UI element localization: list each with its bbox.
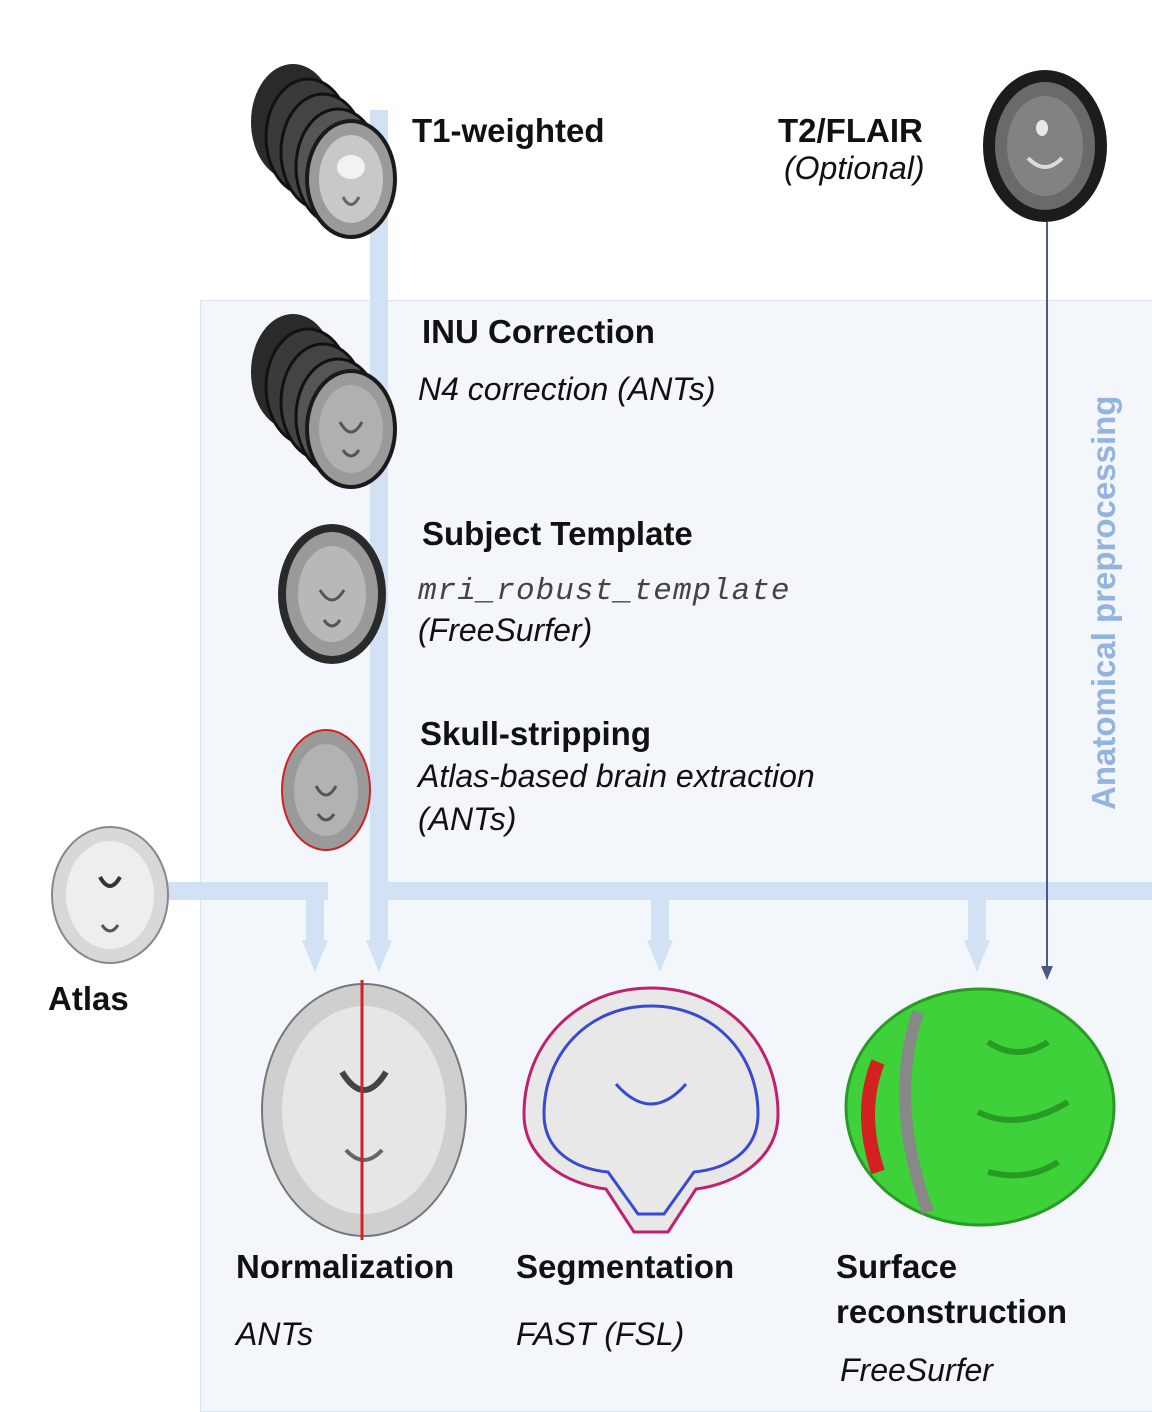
skull-tool-line1: Atlas-based brain extraction xyxy=(418,758,815,794)
atlas-title: Atlas xyxy=(48,980,129,1017)
atlas-arrowhead xyxy=(302,940,328,972)
segmentation-arrowhead xyxy=(647,940,673,972)
t1-title: T1-weighted xyxy=(412,112,605,149)
atlas-flow-band xyxy=(160,882,328,900)
atlas-drop-band xyxy=(306,882,324,942)
surface-title-line2: reconstruction xyxy=(836,1293,1068,1330)
segmentation-drop-band xyxy=(651,882,669,942)
horizontal-flow-band xyxy=(370,882,1152,900)
template-tool: (FreeSurfer) xyxy=(418,612,593,648)
surface-arrowhead xyxy=(964,940,990,972)
segmentation-brain-icon xyxy=(522,986,780,1234)
t2-title: T2/FLAIR xyxy=(778,112,923,149)
inu-tool: N4 correction (ANTs) xyxy=(418,371,716,407)
normalization-tool: ANTs xyxy=(236,1316,314,1352)
normalization-brain-icon xyxy=(261,980,467,1240)
t2-arrowhead xyxy=(1041,966,1053,980)
t2-subtitle: (Optional) xyxy=(784,150,925,186)
section-label: Anatomical preprocessing xyxy=(1085,395,1122,810)
t1-brain-stack-icon xyxy=(251,64,397,239)
skull-stripped-brain-icon xyxy=(281,729,371,851)
t1-flow-band xyxy=(370,110,388,940)
surface-drop-band xyxy=(968,882,986,942)
template-tool-code: mri_robust_template xyxy=(418,574,791,609)
atlas-brain-icon xyxy=(51,826,169,964)
inu-title: INU Correction xyxy=(422,313,655,350)
segmentation-title: Segmentation xyxy=(516,1248,735,1285)
inu-brain-stack-icon xyxy=(251,314,397,489)
t1-arrowhead xyxy=(366,940,392,972)
normalization-title: Normalization xyxy=(236,1248,455,1285)
template-brain-icon xyxy=(278,524,386,664)
surface-brain-icon xyxy=(844,987,1116,1227)
skull-tool-line2: (ANTs) xyxy=(418,801,517,837)
surface-title-line1: Surface xyxy=(836,1248,958,1285)
segmentation-tool: FAST (FSL) xyxy=(516,1316,685,1352)
t2-brain-icon xyxy=(983,70,1107,222)
surface-tool: FreeSurfer xyxy=(840,1352,993,1388)
skull-title: Skull-stripping xyxy=(420,715,651,752)
template-title: Subject Template xyxy=(422,515,693,552)
